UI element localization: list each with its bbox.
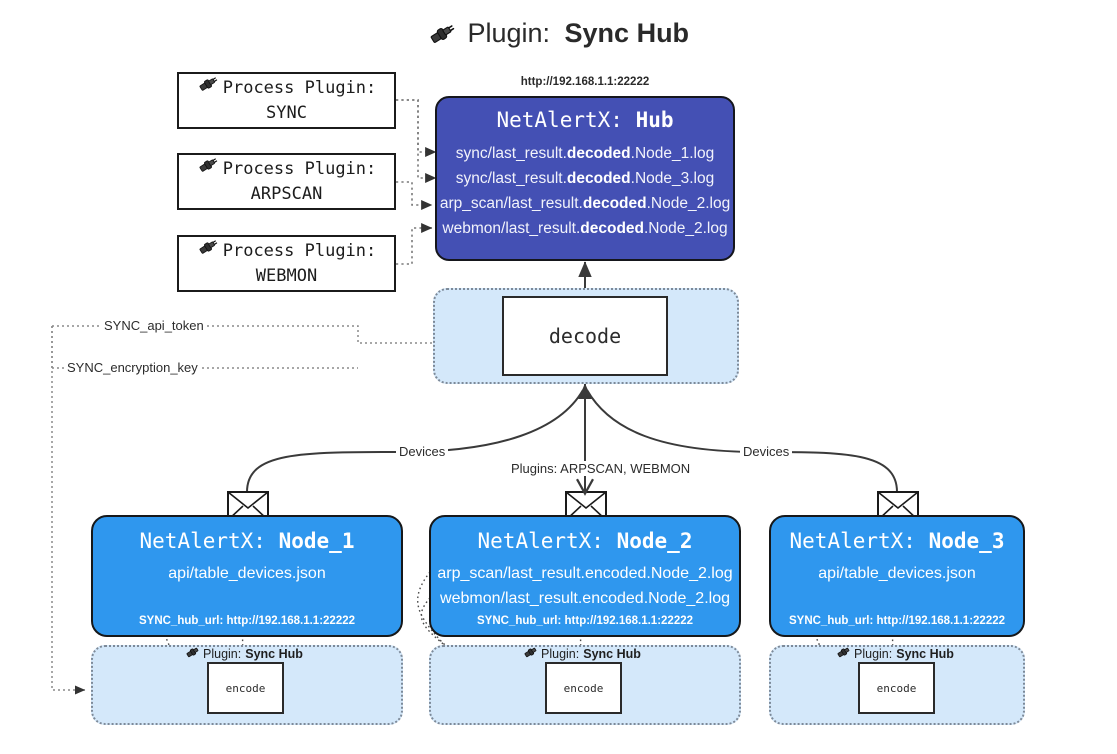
process-plugin-label: Process Plugin: bbox=[222, 77, 377, 98]
hub-log-pre: arp_scan/last_result. bbox=[439, 195, 583, 213]
plugin-caption-prefix: Plugin: bbox=[203, 646, 242, 661]
hub-log-mid: decoded bbox=[582, 195, 647, 213]
plugin-caption-node-1: Plugin: Sync Hub bbox=[185, 645, 303, 662]
process-plugin-box-sync[interactable]: Process Plugin: SYNC bbox=[177, 72, 396, 129]
encode-label: encode bbox=[563, 681, 604, 695]
plugin-caption-prefix: Plugin: bbox=[854, 646, 893, 661]
hub-url-label: http://192.168.1.1:22222 bbox=[520, 76, 650, 88]
plug-icon bbox=[523, 645, 539, 662]
node-box-node-2[interactable]: NetAlertX: Node_2 arp_scan/last_result.e… bbox=[429, 515, 741, 637]
decode-box[interactable]: decode bbox=[502, 296, 668, 376]
node-title: NetAlertX: Node_1 bbox=[140, 529, 355, 553]
node-box-node-3[interactable]: NetAlertX: Node_3 api/table_devices.json… bbox=[769, 515, 1025, 637]
hub-log-line: sync/last_result.decoded.Node_1.log bbox=[456, 141, 714, 166]
process-plugin-name: SYNC bbox=[266, 103, 307, 123]
edge-label-devices-left: Devices bbox=[396, 444, 449, 459]
edge-label-devices-right: Devices bbox=[740, 444, 793, 459]
hub-log-pre: webmon/last_result. bbox=[442, 220, 581, 238]
hub-log-mid: decoded bbox=[566, 145, 631, 162]
hub-title: NetAlertX: Hub bbox=[496, 108, 673, 132]
hub-log-mid: decoded bbox=[566, 170, 631, 188]
edge-label-plugins-middle: Plugins: ARPSCAN, WEBMON bbox=[508, 461, 694, 476]
node-title: NetAlertX: Node_3 bbox=[790, 529, 1005, 553]
hub-log-line: sync/last_result.decoded.Node_3.log bbox=[456, 166, 714, 191]
hub-log-post: .Node_3.log bbox=[630, 170, 715, 188]
secret-label-encryption-key: SYNC_encryption_key bbox=[64, 360, 201, 375]
encode-box-node-3[interactable]: encode bbox=[858, 662, 935, 714]
hub-log-mid: decoded bbox=[580, 220, 644, 238]
node-title-prefix: NetAlertX: bbox=[477, 529, 604, 553]
process-plugin-box-arpscan[interactable]: Process Plugin: ARPSCAN bbox=[177, 153, 396, 210]
encode-label: encode bbox=[876, 681, 917, 695]
process-plugin-name: WEBMON bbox=[255, 266, 318, 286]
plug-icon bbox=[197, 156, 219, 182]
node-title-prefix: NetAlertX: bbox=[789, 529, 916, 553]
plugin-caption-node-3: Plugin: Sync Hub bbox=[836, 645, 954, 662]
node-footer: SYNC_hub_url: http://192.168.1.1:22222 bbox=[788, 615, 1006, 627]
hub-log-post: .Node_2.log bbox=[646, 195, 731, 213]
plug-icon bbox=[428, 22, 456, 53]
node-line: api/table_devices.json bbox=[818, 565, 976, 582]
process-plugin-label: Process Plugin: bbox=[222, 240, 377, 261]
node-line: webmon/last_result.encoded.Node_2.log bbox=[440, 590, 730, 607]
hub-title-name: Hub bbox=[635, 108, 674, 132]
decode-label: decode bbox=[548, 324, 622, 348]
process-plugin-name: ARPSCAN bbox=[250, 184, 323, 204]
hub-title-prefix: NetAlertX: bbox=[496, 108, 623, 132]
node-line: api/table_devices.json bbox=[168, 565, 326, 582]
process-plugin-box-webmon[interactable]: Process Plugin: WEBMON bbox=[177, 235, 396, 292]
hub-box[interactable]: NetAlertX: Hub sync/last_result.decoded.… bbox=[435, 96, 735, 261]
node-title-prefix: NetAlertX: bbox=[139, 529, 266, 553]
page-title: Plugin: Sync Hub bbox=[0, 18, 1117, 53]
page-title-name: Sync Hub bbox=[564, 18, 690, 48]
hub-log-pre: sync/last_result. bbox=[455, 145, 567, 162]
hub-log-pre: sync/last_result. bbox=[455, 170, 567, 188]
encode-box-node-1[interactable]: encode bbox=[207, 662, 284, 714]
plugin-caption-name: Sync Hub bbox=[896, 646, 954, 661]
node-footer: SYNC_hub_url: http://192.168.1.1:22222 bbox=[476, 615, 694, 627]
plug-icon bbox=[836, 645, 852, 662]
node-title: NetAlertX: Node_2 bbox=[478, 529, 693, 553]
node-footer: SYNC_hub_url: http://192.168.1.1:22222 bbox=[138, 615, 356, 627]
node-box-node-1[interactable]: NetAlertX: Node_1 api/table_devices.json… bbox=[91, 515, 403, 637]
hub-log-post: .Node_1.log bbox=[630, 145, 715, 162]
plug-icon bbox=[197, 238, 219, 264]
page-title-prefix: Plugin: bbox=[467, 18, 551, 48]
plug-icon bbox=[185, 645, 201, 662]
plugin-caption-name: Sync Hub bbox=[583, 646, 641, 661]
hub-log-post: .Node_2.log bbox=[644, 220, 728, 238]
process-plugin-label: Process Plugin: bbox=[222, 158, 377, 179]
plugin-caption-name: Sync Hub bbox=[245, 646, 303, 661]
plugin-caption-node-2: Plugin: Sync Hub bbox=[523, 645, 641, 662]
encode-label: encode bbox=[225, 681, 266, 695]
plugin-caption-prefix: Plugin: bbox=[541, 646, 580, 661]
node-title-name: Node_1 bbox=[278, 529, 355, 553]
hub-log-line: arp_scan/last_result.decoded.Node_2.log bbox=[440, 191, 730, 216]
hub-log-line: webmon/last_result.decoded.Node_2.log bbox=[442, 216, 727, 241]
plug-icon bbox=[197, 75, 219, 101]
node-title-name: Node_2 bbox=[616, 529, 693, 553]
node-line: arp_scan/last_result.encoded.Node_2.log bbox=[437, 565, 733, 582]
encode-box-node-2[interactable]: encode bbox=[545, 662, 622, 714]
secret-label-api-token: SYNC_api_token bbox=[101, 318, 207, 333]
node-title-name: Node_3 bbox=[928, 529, 1005, 553]
